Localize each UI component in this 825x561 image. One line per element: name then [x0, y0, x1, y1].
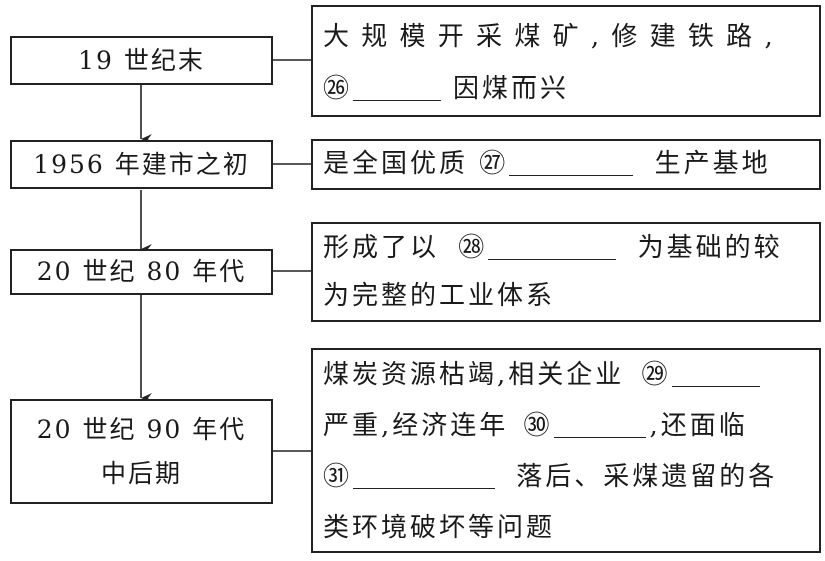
answer-blank[interactable] — [509, 145, 634, 176]
description-line: ㉛ 落后、采煤遗留的各 — [323, 452, 813, 503]
stage-label: 20 世纪 90 年代 — [36, 414, 247, 444]
answer-blank[interactable] — [671, 356, 760, 387]
description-text: 是全国优质 — [323, 149, 469, 179]
description-line: 类环境破坏等问题 — [323, 513, 556, 543]
stage-label: 中后期 — [100, 458, 182, 488]
blank-number: ㉛ — [323, 462, 350, 492]
description-text: ,还面临 — [649, 411, 748, 441]
stage-label: 19 世纪末 — [78, 45, 205, 75]
description-text: 严重,经济连年 — [323, 411, 509, 441]
description-box-3: 形成了以 ㉘ 为基础的较 为完整的工业体系 — [311, 222, 821, 322]
description-box-4: 煤炭资源枯竭,相关企业 ㉙ 严重,经济连年 ㉚,还面临 ㉛ 落后、采煤遗留的各 … — [311, 348, 821, 553]
blank-number: ㉙ — [641, 360, 668, 390]
description-text: 为基础的较 — [637, 233, 783, 263]
answer-blank[interactable] — [353, 458, 496, 489]
stage-box-19th-century-end: 19 世纪末 — [10, 36, 273, 85]
answer-blank[interactable] — [553, 407, 646, 438]
blank-number: ㉘ — [458, 233, 485, 263]
answer-blank[interactable] — [353, 70, 442, 101]
description-line: 形成了以 ㉘ 为基础的较 — [323, 224, 813, 272]
description-line: 为完整的工业体系 — [323, 281, 556, 311]
stage-box-1956: 1956 年建市之初 — [10, 140, 273, 189]
description-box-2: 是全国优质 ㉗ 生产基地 — [311, 139, 821, 190]
stage-label: 1956 年建市之初 — [33, 149, 250, 179]
blank-number: ㉗ — [479, 149, 506, 179]
description-line: 严重,经济连年 ㉚ ,还面临 — [323, 401, 813, 452]
description-text: 煤炭资源枯竭,相关企业 — [323, 360, 625, 390]
description-text: 落后、采煤遗留的各 — [516, 462, 778, 492]
answer-blank[interactable] — [488, 229, 617, 260]
description-line: 煤炭资源枯竭,相关企业 ㉙ — [323, 350, 813, 401]
stage-label: 20 世纪 80 年代 — [36, 257, 247, 286]
description-box-1: 大 规 模 开 采 煤 矿 , 修 建 铁 路 , ㉖ 因煤而兴 — [311, 5, 821, 117]
description-line: 是全国优质 ㉗ 生产基地 — [323, 141, 813, 188]
description-line: 大 规 模 开 采 煤 矿 , 修 建 铁 路 , — [323, 22, 775, 52]
description-text: 形成了以 — [323, 233, 440, 263]
description-text: 因煤而兴 — [453, 74, 570, 104]
description-text: 生产基地 — [654, 149, 771, 179]
blank-number: ㉖ — [323, 74, 350, 104]
blank-number: ㉚ — [523, 411, 550, 441]
stage-box-1980s: 20 世纪 80 年代 — [10, 249, 273, 295]
description-line: ㉖ 因煤而兴 — [323, 63, 813, 115]
stage-box-1990s-late: 20 世纪 90 年代 中后期 — [10, 399, 273, 504]
